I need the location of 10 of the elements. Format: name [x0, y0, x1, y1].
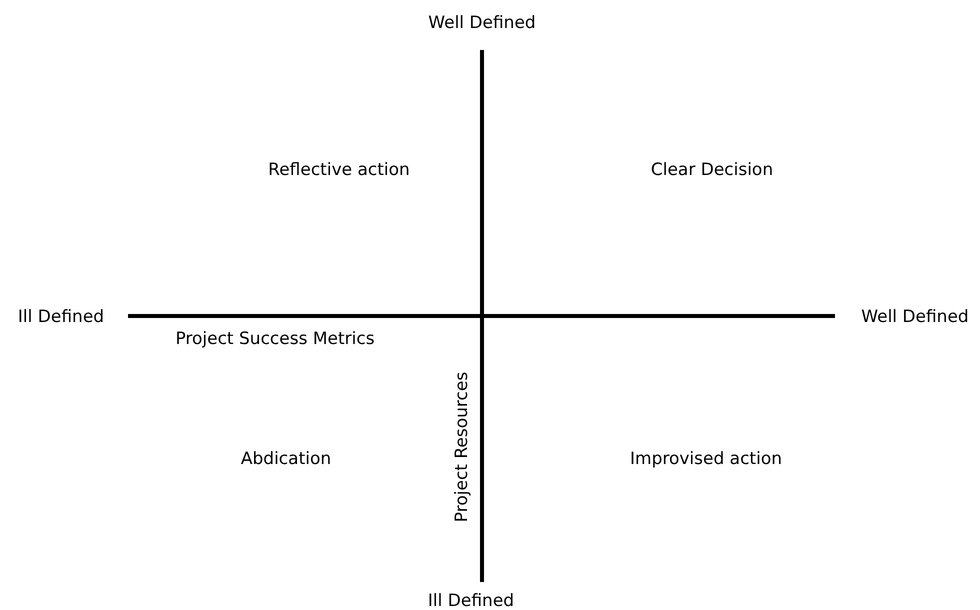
quadrant-label: Clear Decision [650, 160, 774, 180]
axis-title: Project Success Metrics [175, 328, 375, 350]
axis-label: Well Defined [861, 306, 969, 328]
quadrant-label: Reflective action [268, 160, 410, 180]
axis-title: Project Resources [452, 372, 472, 522]
quadrant-label: Abdication [240, 448, 332, 470]
quadrant-label: Improvised action [630, 448, 782, 470]
axis-label: Ill Defined [18, 306, 104, 328]
axis-label: Well Defined [428, 12, 536, 34]
axis-label: Ill Defined [428, 590, 514, 610]
